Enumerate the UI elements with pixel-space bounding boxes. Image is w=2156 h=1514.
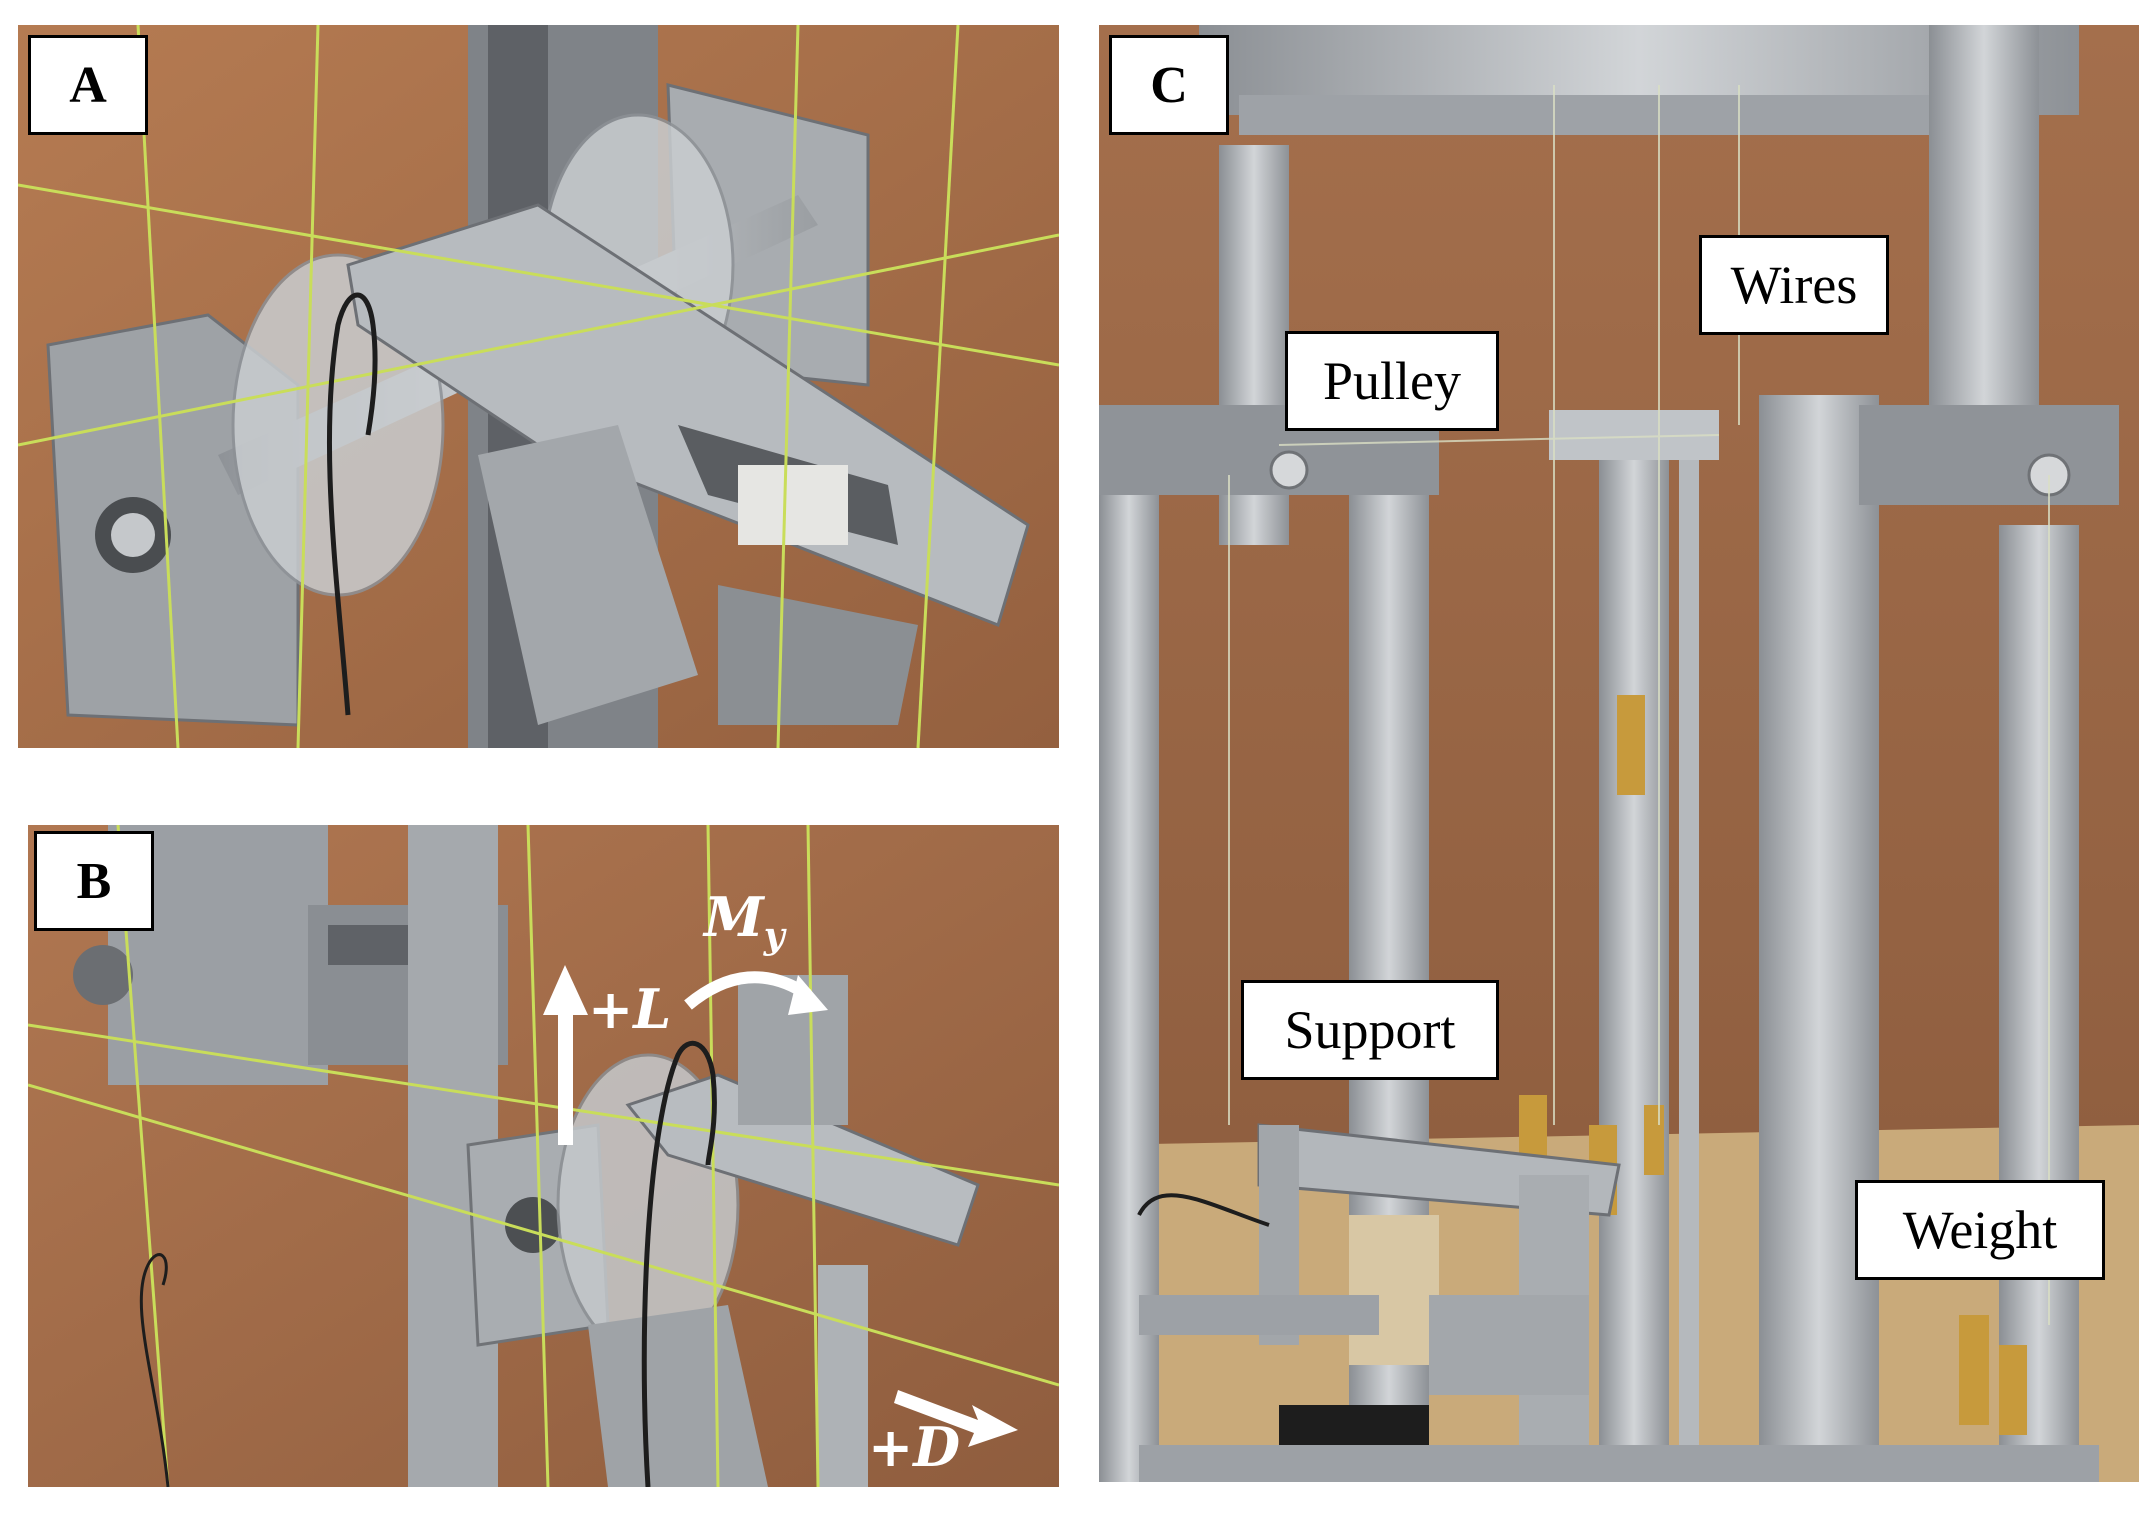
support-callout: Support (1241, 980, 1499, 1080)
photo-panel-a: A (18, 25, 1059, 748)
lift-annotation: +L (588, 977, 672, 1041)
moment-annotation: My (704, 885, 785, 957)
moment-subscript: y (763, 914, 785, 957)
drag-annotation: +D (868, 1415, 961, 1479)
panel-b-photo (28, 825, 1059, 1487)
panel-b-letter: B (34, 831, 154, 931)
panel-a-photo (18, 25, 1059, 748)
pulley-callout: Pulley (1285, 331, 1499, 431)
panel-c-letter: C (1109, 35, 1229, 135)
photo-panel-c: C Pulley Wires Support Weight (1099, 25, 2139, 1482)
wires-callout: Wires (1699, 235, 1889, 335)
photo-panel-b: B +L My +D (28, 825, 1059, 1487)
panel-a-letter: A (28, 35, 148, 135)
moment-symbol: M (704, 885, 764, 949)
weight-callout: Weight (1855, 1180, 2105, 1280)
